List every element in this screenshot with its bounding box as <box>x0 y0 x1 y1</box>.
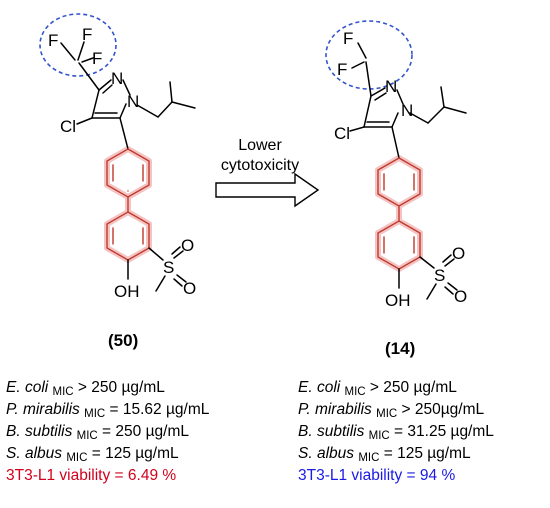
compound-14-id: (14) <box>385 339 415 358</box>
left-n1-label: N <box>127 92 139 111</box>
activity-row: S. albus MIC = 125 µg/mL <box>6 443 209 465</box>
species-name: B. subtilis <box>6 423 73 440</box>
left-n2-label: N <box>111 69 123 88</box>
right-n1-label: N <box>401 101 413 120</box>
left-f3-label: F <box>92 49 102 68</box>
cf3-highlight-circle <box>39 13 117 77</box>
species-name: S. albus <box>298 445 355 462</box>
arrow-label-line-1: Lower <box>238 137 282 154</box>
left-f2-label: F <box>82 25 92 44</box>
compound-50-activity: E. coli MIC > 250 µg/mL P. mirabilis MIC… <box>6 377 209 487</box>
right-o2-label: O <box>454 287 467 306</box>
species-name: S. albus <box>6 445 63 462</box>
right-o1-label: O <box>452 244 465 263</box>
viability-value: 3T3-L1 viability = 6.49 % <box>6 467 177 484</box>
left-o2-label: O <box>183 279 196 298</box>
left-oh-label: OH <box>114 282 140 301</box>
activity-row: P. mirabilis MIC > 250µg/mL <box>298 399 494 421</box>
mic-subscript: MIC <box>76 430 98 442</box>
activity-row: B. subtilis MIC = 250 µg/mL <box>6 421 209 443</box>
mic-subscript: MIC <box>84 408 106 420</box>
hollow-arrow <box>215 172 320 208</box>
viability-value: 3T3-L1 viability = 94 % <box>298 467 456 484</box>
activity-value: = 31.25 µg/mL <box>389 423 494 440</box>
species-name: E. coli <box>298 379 341 396</box>
right-f1-label: F <box>343 29 353 48</box>
mic-subscript: MIC <box>358 452 380 464</box>
left-s-label: S <box>163 258 174 277</box>
activity-value: > 250 µg/mL <box>365 379 457 396</box>
compound-50-id: (50) <box>108 331 138 350</box>
mic-subscript: MIC <box>52 386 74 398</box>
activity-row: B. subtilis MIC = 31.25 µg/mL <box>298 421 494 443</box>
activity-row: S. albus MIC = 125 µg/mL <box>298 443 494 465</box>
left-cl-label: Cl <box>60 117 76 136</box>
species-name: E. coli <box>6 379 49 396</box>
right-f2-label: F <box>337 60 347 79</box>
activity-value: = 125 µg/mL <box>87 445 179 462</box>
activity-row: E. coli MIC > 250 µg/mL <box>298 377 494 399</box>
activity-row: P. mirabilis MIC = 15.62 µg/mL <box>6 399 209 421</box>
right-oh-label: OH <box>385 291 411 310</box>
left-o1-label: O <box>181 236 194 255</box>
activity-value: = 15.62 µg/mL <box>105 401 210 418</box>
compound-14-structure: F F N N Cl S O O OH (14) <box>325 20 467 358</box>
activity-value: > 250 µg/mL <box>73 379 165 396</box>
mic-subscript: MIC <box>368 430 390 442</box>
compound-14-activity: E. coli MIC > 250 µg/mL P. mirabilis MIC… <box>298 377 494 487</box>
arrow-label-line-2: cytotoxicity <box>221 157 299 174</box>
left-f1-label: F <box>48 31 58 50</box>
right-s-label: S <box>434 266 445 285</box>
mic-subscript: MIC <box>376 408 398 420</box>
species-name: P. mirabilis <box>6 401 80 418</box>
right-cl-label: Cl <box>334 124 350 143</box>
species-name: B. subtilis <box>298 423 365 440</box>
compound-50-structure: F F F N N Cl S O O OH (50) <box>39 13 196 350</box>
activity-value: > 250µg/mL <box>397 401 485 418</box>
species-name: P. mirabilis <box>298 401 372 418</box>
mic-subscript: MIC <box>344 386 366 398</box>
activity-value: = 250 µg/mL <box>97 423 189 440</box>
activity-value: = 125 µg/mL <box>379 445 471 462</box>
reaction-arrow: Lower cytotoxicity <box>215 137 320 208</box>
mic-subscript: MIC <box>66 452 88 464</box>
right-n2-label: N <box>385 77 397 96</box>
activity-row: E. coli MIC > 250 µg/mL <box>6 377 209 399</box>
chf2-highlight-circle <box>325 20 413 90</box>
